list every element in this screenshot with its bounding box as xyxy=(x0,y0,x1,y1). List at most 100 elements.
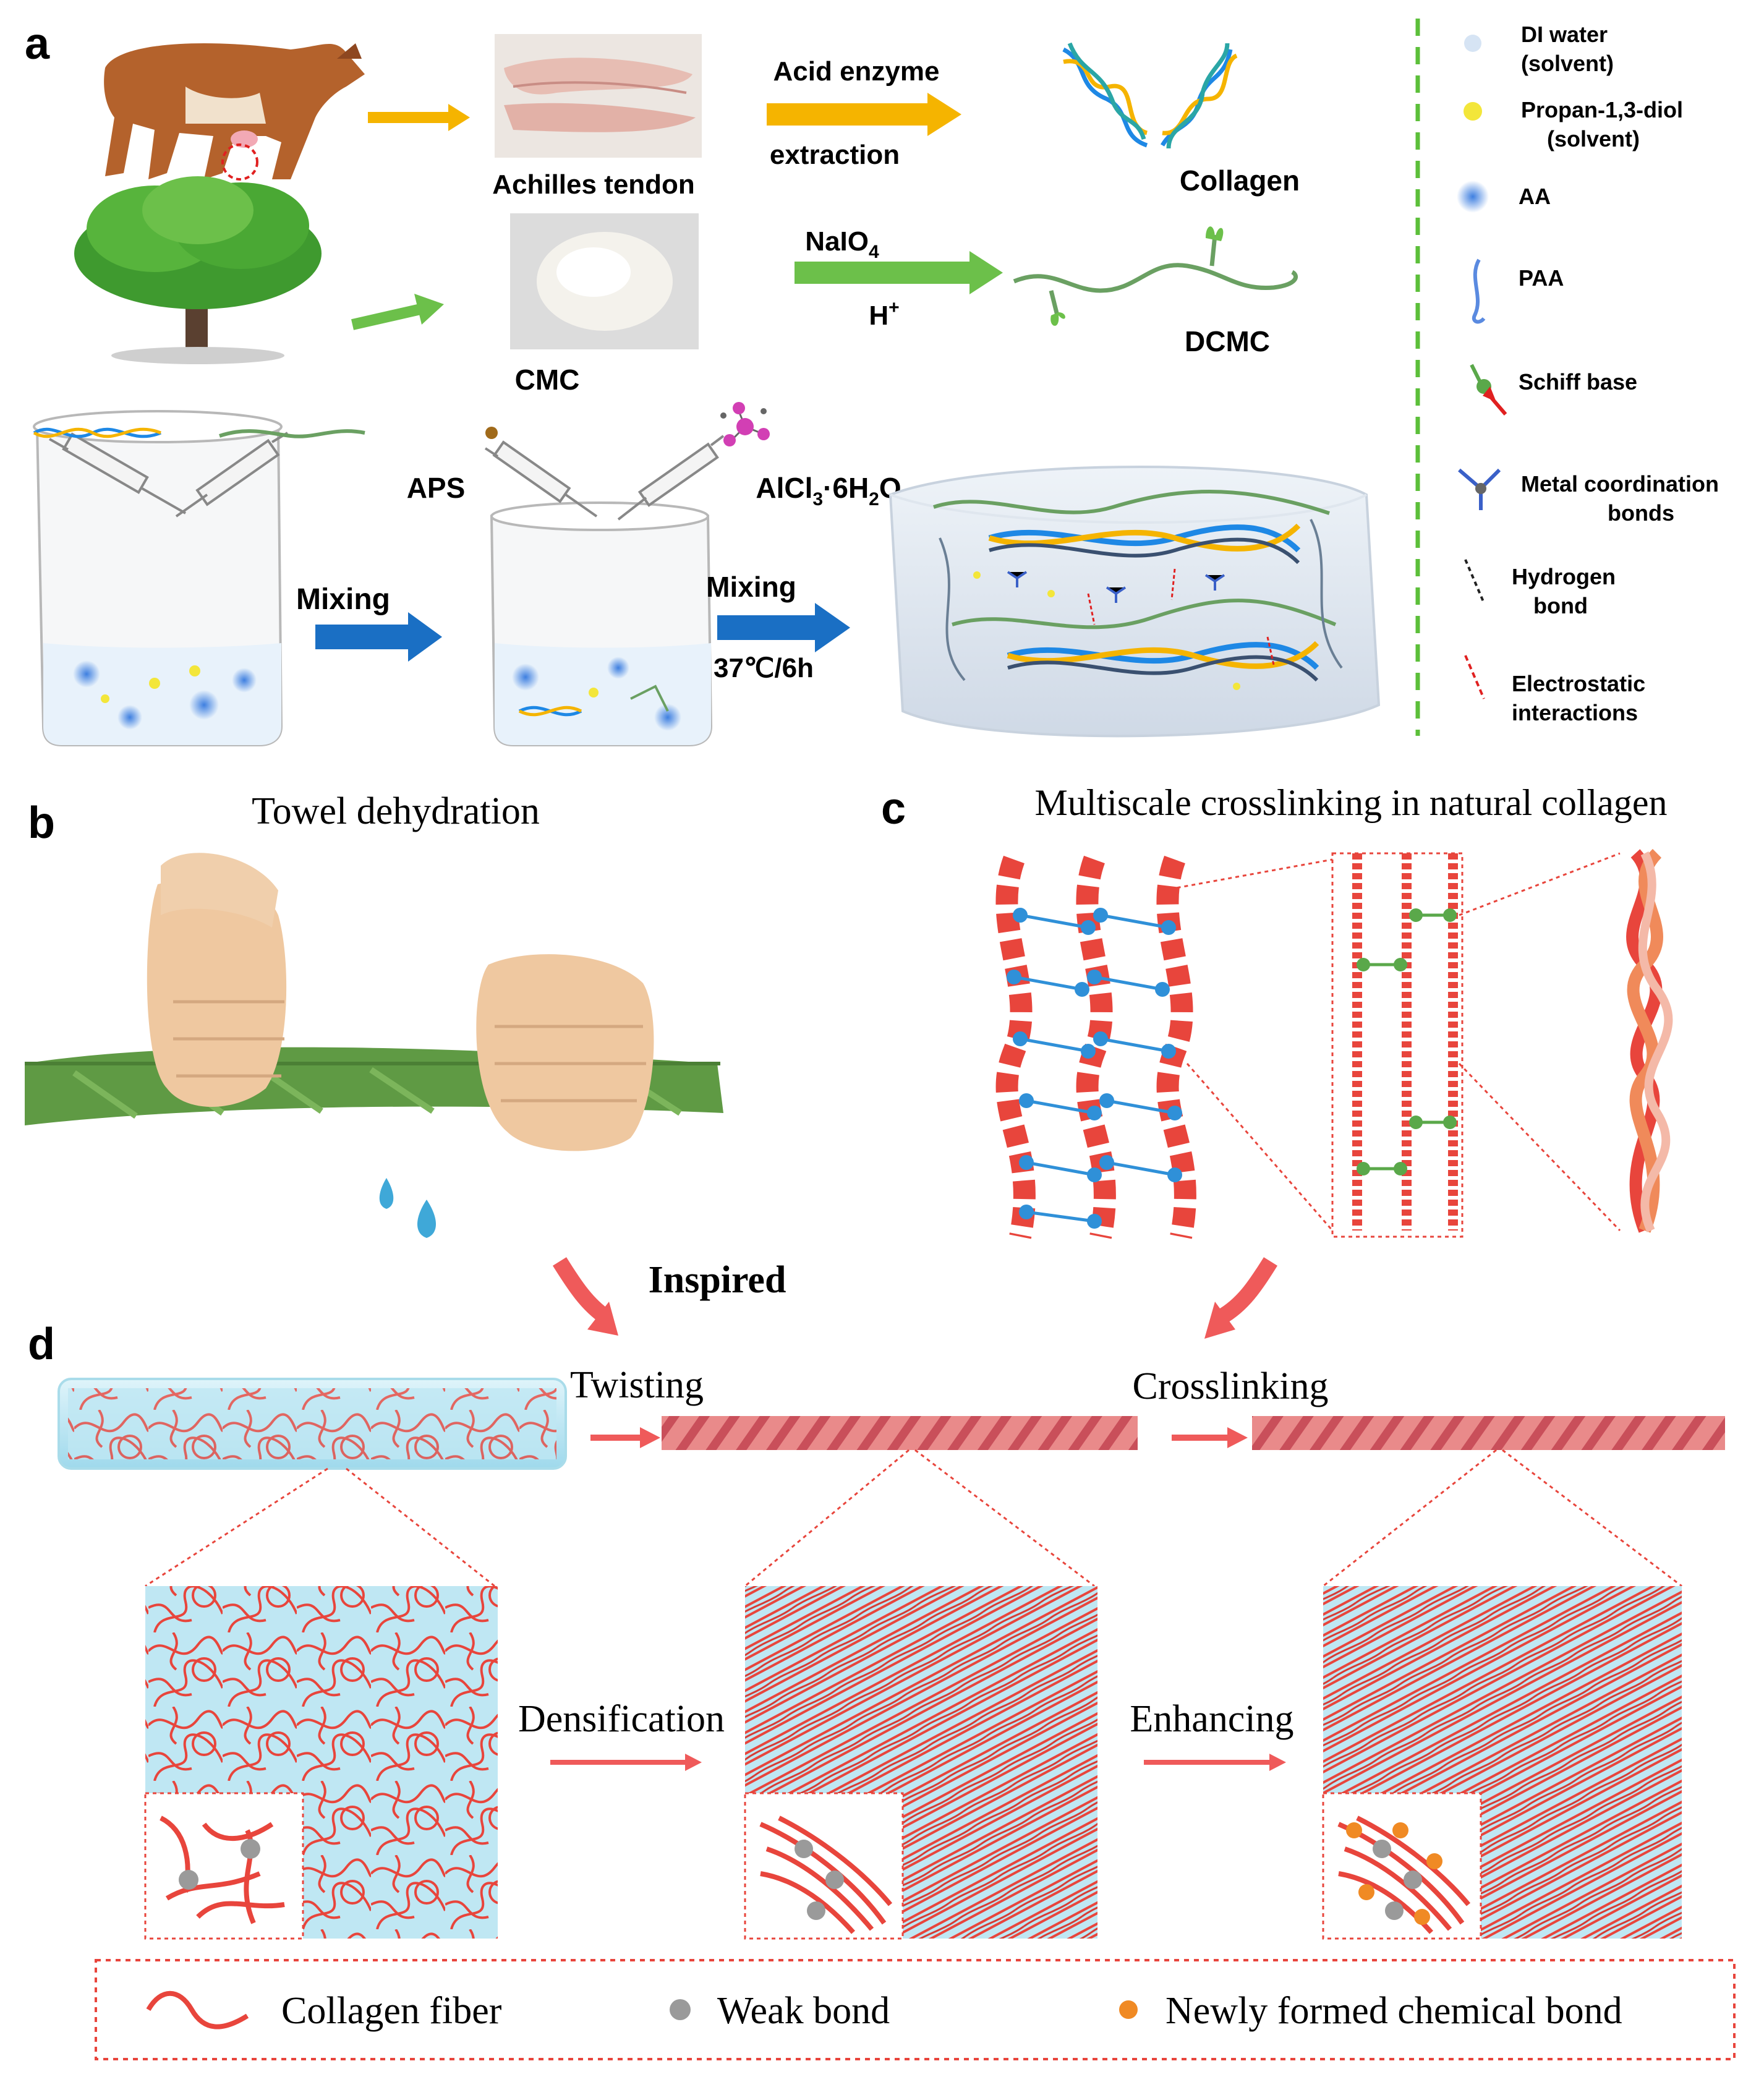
twisting-label: Twisting xyxy=(570,1364,704,1406)
beaker-1 xyxy=(33,410,283,746)
new-bond-icon xyxy=(1119,2000,1138,2019)
legend-item-6-line-1: bond xyxy=(1533,593,1588,618)
mixing-label-1: Mixing xyxy=(296,583,390,616)
fibril-network-illustration xyxy=(995,855,1196,1239)
inspired-arrow-right-head xyxy=(1204,1302,1235,1339)
twisting-arrow-head xyxy=(640,1427,660,1448)
panel-d-label: d xyxy=(28,1320,55,1369)
legend-item-6-line-0: Hydrogen xyxy=(1512,564,1616,589)
step2-top-label: NaIO4 xyxy=(805,226,879,262)
cow-arrow-head xyxy=(448,104,470,131)
cmc-label: CMC xyxy=(515,364,580,396)
zoom-lines-1 xyxy=(1162,858,1334,1231)
crosslinking-arrow-head xyxy=(1227,1427,1248,1448)
microfibril-illustration xyxy=(1352,853,1458,1231)
mixing-arrow-2-head xyxy=(815,603,850,652)
tendon-label: Achilles tendon xyxy=(492,169,695,200)
random-network-square xyxy=(144,1586,498,1940)
step1-top-label: Acid enzyme xyxy=(773,56,940,87)
dcmc-leaf-bottom xyxy=(1050,312,1065,326)
legend-item-0-line-0: DI water xyxy=(1521,22,1608,47)
panel-c-label: c xyxy=(881,784,906,834)
collagen-label: Collagen xyxy=(1180,164,1300,197)
inspired-arrow-right xyxy=(1217,1257,1278,1325)
crosslinking-label: Crosslinking xyxy=(1133,1365,1329,1407)
panel-b-title: Towel dehydration xyxy=(252,790,540,832)
cmc-powder-photo xyxy=(510,213,699,349)
mixing-arrow-2 xyxy=(717,615,816,640)
legend-item-2-line-0: AA xyxy=(1519,184,1551,209)
condition-label: 37℃/6h xyxy=(714,653,814,683)
extraction-arrow xyxy=(767,103,927,126)
alcl3-label: AlCl3·6H2O xyxy=(756,472,901,510)
legend-d-box xyxy=(95,1959,1736,2060)
oxidation-arrow-head xyxy=(969,251,1003,294)
tendon-photo xyxy=(495,34,702,158)
zoom-lines-d xyxy=(145,1449,1682,1587)
extraction-arrow-head xyxy=(927,93,961,136)
mini-dcmc-icon xyxy=(219,429,365,438)
hydrogel-rod xyxy=(58,1378,567,1470)
step2-bottom-label: H+ xyxy=(869,297,899,331)
crosslinked-network-square xyxy=(1322,1586,1682,1940)
hydrogel-network-box xyxy=(888,466,1381,738)
tree-arrow xyxy=(351,304,422,330)
syringe-left-1 xyxy=(49,432,186,514)
densified-network-square xyxy=(744,1586,1097,1940)
triple-helix-illustration xyxy=(1626,848,1673,1233)
dcmc-chain-icon xyxy=(1013,234,1298,316)
towel-wringing-illustration xyxy=(25,853,723,1151)
zoom-lines-2 xyxy=(1458,852,1621,1232)
legend-new-bond-label: Newly formed chemical bond xyxy=(1165,1990,1622,2032)
alcl3-molecule-icon xyxy=(720,402,770,446)
legend-fiber-label: Collagen fiber xyxy=(281,1990,502,2032)
cow-icon xyxy=(104,43,365,181)
mixing-arrow-1 xyxy=(315,625,408,649)
densification-arrow-head xyxy=(685,1754,702,1771)
enhancing-label: Enhancing xyxy=(1130,1698,1293,1740)
oxidation-arrow xyxy=(795,262,971,284)
syringe-right-2 xyxy=(617,435,725,521)
legend-item-7-line-1: interactions xyxy=(1512,700,1638,725)
legend-a: DI water (solvent) Propan-1,3-diol (solv… xyxy=(1457,22,1719,725)
dcmc-label: DCMC xyxy=(1185,325,1270,357)
legend-item-1-line-0: Propan-1,3-diol xyxy=(1521,97,1683,122)
collagen-helix-icon xyxy=(1062,42,1238,149)
syringe-right-1 xyxy=(175,432,289,518)
mixing-arrow-1-head xyxy=(408,612,442,662)
enhancing-arrow-head xyxy=(1269,1754,1286,1771)
panel-a-label: a xyxy=(25,19,50,69)
legend-item-4-line-0: Schiff base xyxy=(1519,369,1637,395)
inspired-arrow-left xyxy=(552,1257,611,1324)
aps-particle-icon xyxy=(485,427,498,439)
mini-collagen-icon xyxy=(33,427,161,438)
water-drop-icon-1 xyxy=(379,1178,394,1209)
twisted-fiber-1 xyxy=(662,1416,1138,1450)
weak-bond-icon xyxy=(670,1999,691,2020)
legend-item-7-line-0: Electrostatic xyxy=(1512,671,1645,696)
dcmc-leaf-top xyxy=(1206,226,1224,241)
twisted-fiber-2 xyxy=(1252,1416,1725,1450)
panel-b-label: b xyxy=(28,798,55,848)
zoom-box-1 xyxy=(1331,852,1464,1238)
mixing-label-2: Mixing xyxy=(706,571,796,603)
legend-item-1-line-1: (solvent) xyxy=(1547,126,1640,151)
legend-item-0-line-1: (solvent) xyxy=(1521,51,1614,76)
step1-bottom-label: extraction xyxy=(770,140,900,170)
inspired-label: Inspired xyxy=(649,1259,786,1301)
aps-label: APS xyxy=(407,472,466,504)
legend-item-5-line-0: Metal coordination xyxy=(1521,471,1719,497)
collagen-fiber-icon xyxy=(146,1990,249,2029)
microfibril-crosslinks xyxy=(1357,908,1457,1175)
inspired-arrow-left-head xyxy=(587,1302,618,1336)
legend-item-5-line-1: bonds xyxy=(1608,500,1674,526)
syringe-left-2 xyxy=(484,440,598,518)
panel-c-title: Multiscale crosslinking in natural colla… xyxy=(1034,782,1667,823)
legend-weak-label: Weak bond xyxy=(717,1990,890,2032)
water-drop-icon-2 xyxy=(417,1200,436,1238)
tree-icon xyxy=(74,176,322,364)
tree-arrow-head xyxy=(414,294,444,325)
legend-item-3-line-0: PAA xyxy=(1519,265,1564,291)
densification-label: Densification xyxy=(518,1698,725,1740)
